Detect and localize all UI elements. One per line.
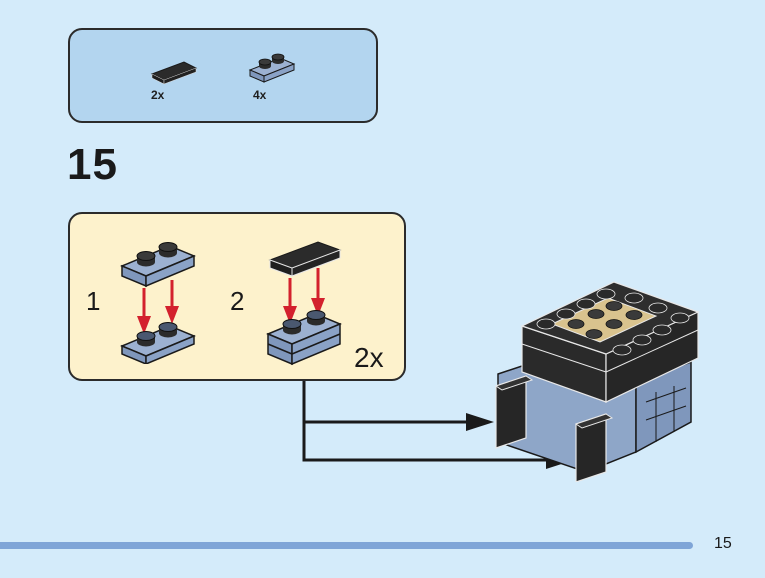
stacked-blue-plates-icon (266, 310, 342, 366)
black-tile-1x2-icon (150, 60, 200, 86)
sub-step-2-illustration (266, 241, 342, 366)
model-illustration (494, 281, 700, 482)
part-quantity: 2x (151, 88, 165, 102)
sub-step-1-illustration (120, 242, 196, 364)
red-arrow-icon (311, 298, 325, 316)
page-number: 15 (714, 535, 732, 552)
sub-step-number: 2 (230, 286, 245, 316)
red-arrow-icon (137, 316, 151, 334)
footer-accent-bar (0, 542, 693, 549)
studs (536, 288, 690, 356)
blue-plate-1x2-icon (248, 52, 298, 84)
step-number: 15 (67, 140, 118, 189)
sub-assembly-box: 1 2 2x (68, 212, 406, 381)
red-arrow-icon (283, 306, 297, 324)
arrow-head-icon (466, 413, 494, 431)
red-arrow-icon (165, 306, 179, 324)
black-tile-1x2-icon (268, 241, 342, 277)
parts-list-box: 2x 4x (68, 28, 378, 123)
blue-plate-1x2-icon (120, 242, 196, 288)
tan-studs (567, 301, 643, 339)
sub-step-number: 1 (86, 286, 101, 316)
blue-plate-1x2-icon (120, 322, 196, 364)
sub-assembly-multiplier: 2x (354, 342, 384, 373)
part-quantity: 4x (253, 88, 267, 102)
